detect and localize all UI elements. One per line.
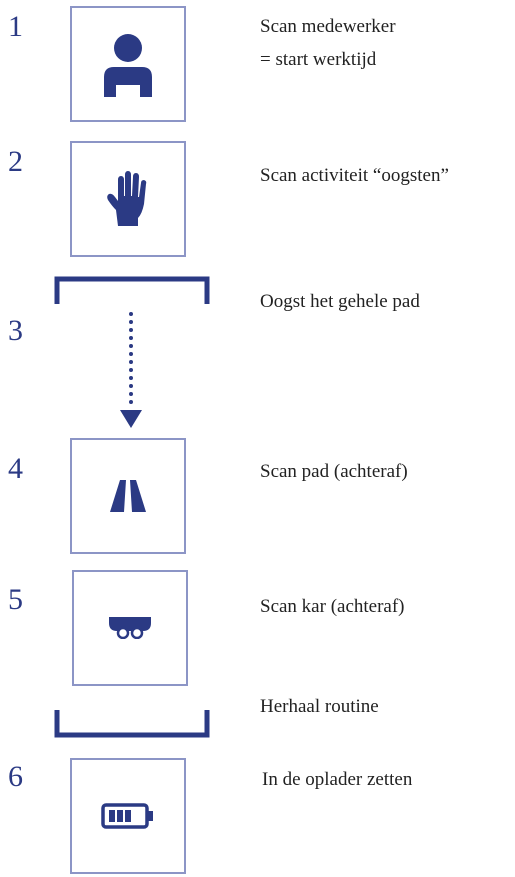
path-icon — [110, 480, 146, 512]
step-2-box — [70, 141, 186, 257]
dotted-arrow-icon — [120, 312, 142, 428]
step-6-label: In de oplader zetten — [262, 769, 413, 790]
step-6-number: 6 — [8, 760, 23, 793]
step-5-box — [72, 570, 188, 686]
step-1-label-line2: = start werktijd — [260, 49, 377, 70]
step-4-box — [70, 438, 186, 554]
cart-icon — [109, 617, 151, 639]
step-1-label-line1: Scan medewerker — [260, 16, 396, 37]
step-2-label: Scan activiteit “oogsten” — [260, 165, 449, 186]
person-icon — [104, 34, 152, 97]
routine-start-bracket — [54, 276, 210, 304]
routine-end-bracket — [54, 710, 210, 738]
step-4-label: Scan pad (achteraf) — [260, 461, 408, 482]
repeat-routine-label: Herhaal routine — [260, 696, 379, 717]
battery-icon — [101, 803, 153, 829]
step-5-number: 5 — [8, 583, 23, 616]
step-4-number: 4 — [8, 452, 23, 485]
step-3-number: 3 — [8, 314, 23, 347]
hand-icon — [107, 171, 147, 226]
step-1-box — [70, 6, 186, 122]
step-5-label: Scan kar (achteraf) — [260, 596, 405, 617]
step-3-label: Oogst het gehele pad — [260, 291, 420, 312]
step-2-number: 2 — [8, 145, 23, 178]
step-6-box — [70, 758, 186, 874]
step-1-number: 1 — [8, 10, 23, 43]
